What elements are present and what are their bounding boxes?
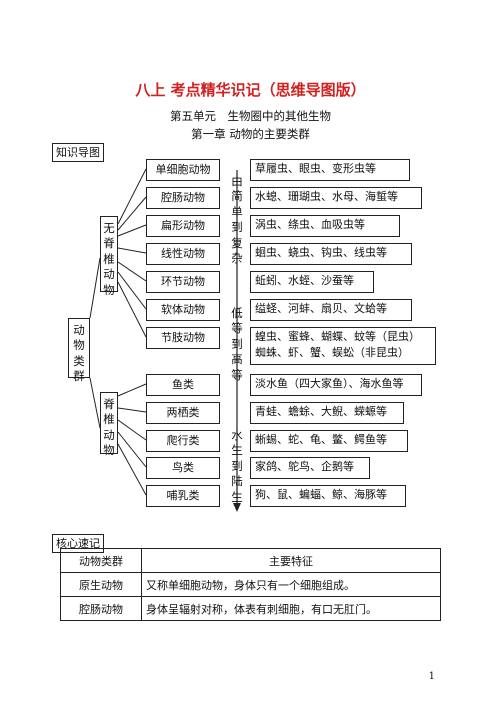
table-header-cell: 动物类群 [60, 548, 142, 573]
group-box: 哺乳类 [146, 485, 220, 507]
vertebrate-node: 脊椎动物 [100, 392, 118, 457]
table-header-row: 动物类群 主要特征 [60, 548, 441, 573]
examples-line: 蝗虫、蜜蜂、蝴蝶、蚊等（昆虫） [255, 330, 420, 343]
group-box: 软体动物 [146, 299, 220, 321]
page-title: 八上 考点精华识记（思维导图版） [135, 81, 366, 99]
examples-box: 淡水鱼（四大家鱼）、海水鱼等 [250, 374, 422, 396]
table-cell: 又称单细胞动物，身体只有一个细胞组成。 [141, 572, 441, 597]
group-box: 鱼类 [146, 374, 220, 396]
trend-arrow-head [233, 503, 241, 512]
table-row: 原生动物 又称单细胞动物，身体只有一个细胞组成。 [60, 572, 441, 597]
examples-box: 水螅、珊瑚虫、水母、海蜇等 [250, 187, 422, 209]
group-box: 鸟类 [146, 457, 220, 479]
examples-box: 蜥蜴、蛇、龟、鳖、鳄鱼等 [250, 430, 408, 452]
trend-text-simple-complex: 由简单到复杂 [231, 174, 243, 266]
group-box: 单细胞动物 [146, 159, 220, 181]
group-box: 爬行类 [146, 430, 220, 452]
trend-text-water-land: 水生到陆生 [231, 428, 243, 504]
group-box: 扁形动物 [146, 215, 220, 237]
core-features-table: 动物类群 主要特征 原生动物 又称单细胞动物，身体只有一个细胞组成。 腔肠动物 … [60, 548, 441, 621]
table-cell: 腔肠动物 [60, 596, 142, 621]
table-cell: 原生动物 [60, 572, 142, 597]
table-header-cell: 主要特征 [141, 548, 441, 573]
page-number: 1 [428, 671, 435, 682]
table-row: 腔肠动物 身体呈辐射对称，体表有刺细胞，有口无肛门。 [60, 596, 441, 621]
group-box: 节肢动物 [146, 327, 220, 349]
examples-box-arthropods: 蝗虫、蜜蜂、蝴蝶、蚊等（昆虫） 蜘蛛、虾、蟹、蜈蚣（非昆虫） [250, 327, 436, 365]
group-box: 线性动物 [146, 243, 220, 265]
examples-box: 草履虫、眼虫、变形虫等 [250, 159, 410, 181]
group-box: 两栖类 [146, 402, 220, 424]
examples-box: 蛔虫、蛲虫、钩虫、线虫等 [250, 243, 412, 265]
invertebrate-node: 无脊椎动物 [100, 216, 118, 297]
examples-box: 蚯蚓、水蛭、沙蚕等 [250, 271, 374, 293]
examples-line: 蜘蛛、虾、蟹、蜈蚣（非昆虫） [255, 346, 409, 359]
connector-root-invert [89, 257, 101, 319]
group-box: 环节动物 [146, 271, 220, 293]
examples-box: 青蛙、蟾蜍、大鲵、蝾螈等 [250, 402, 404, 424]
section-label-mindmap: 知识导图 [52, 143, 104, 162]
connector-root-vert [89, 377, 101, 429]
group-box: 腔肠动物 [146, 187, 220, 209]
examples-box: 涡虫、绦虫、血吸虫等 [250, 215, 400, 237]
examples-box: 狗、鼠、蝙蝠、鲸、海豚等 [250, 485, 406, 507]
examples-box: 缢蛏、河蚌、扇贝、文蛤等 [250, 299, 412, 321]
table-cell: 身体呈辐射对称，体表有刺细胞，有口无肛门。 [141, 596, 441, 621]
trend-text-low-high: 低等到高等 [231, 306, 243, 382]
unit-heading: 第五单元 生物圈中的其他生物 [170, 109, 331, 123]
root-node: 动物类群 [68, 318, 90, 383]
chapter-heading: 第一章 动物的主要类群 [191, 127, 310, 141]
examples-box: 家鸽、鸵鸟、企鹅等 [250, 457, 370, 479]
